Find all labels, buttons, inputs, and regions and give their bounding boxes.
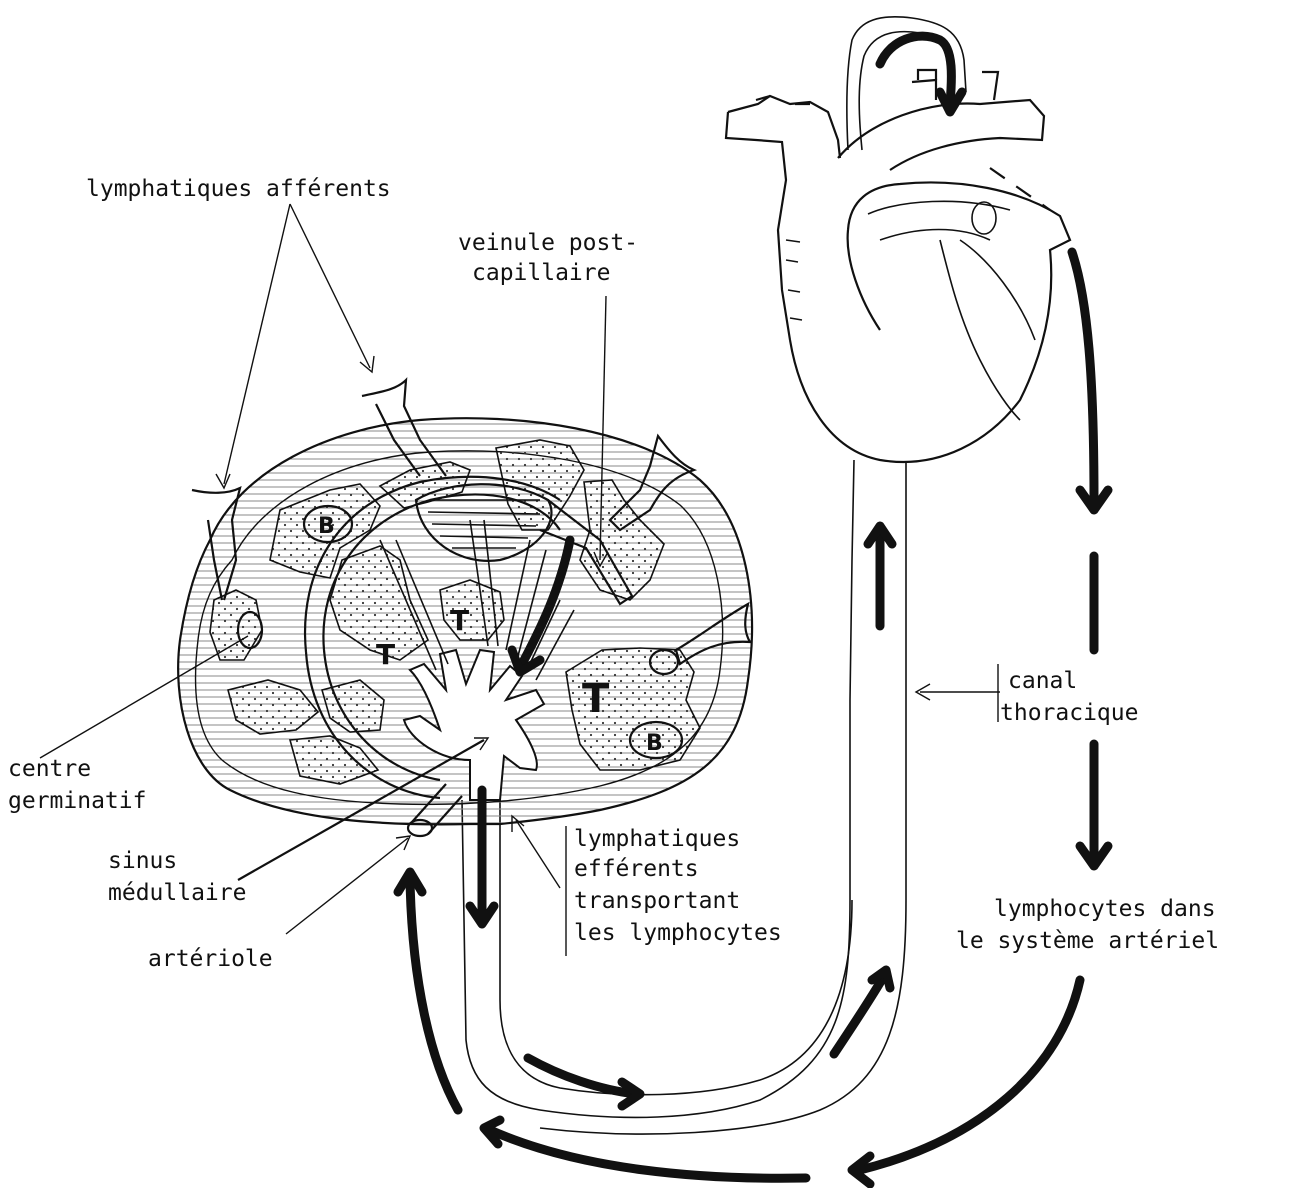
label-canal-line1: canal: [1008, 668, 1077, 694]
t-cell-label-right: T: [582, 676, 610, 722]
b-cell-label-top: B: [318, 514, 335, 539]
label-efferents-line2: efférents: [574, 856, 699, 882]
label-arteriole: artériole: [148, 946, 273, 972]
label-veinule-line2: capillaire: [472, 260, 610, 286]
label-efferents-line1: lymphatiques: [574, 826, 740, 852]
label-sinus-line2: médullaire: [108, 880, 246, 906]
label-lymphatiques-afferents: lymphatiques afférents: [86, 176, 391, 202]
label-arteriel-line1: lymphocytes dans: [994, 896, 1216, 922]
label-centre-line2: germinatif: [8, 788, 146, 814]
label-efferents-line3: transportant: [574, 888, 740, 914]
t-cell-label-left: T: [376, 638, 395, 671]
label-arteriel-line2: le système artériel: [956, 928, 1219, 954]
heart-illustration: [726, 17, 1070, 462]
label-sinus-line1: sinus: [108, 848, 177, 874]
label-efferents-line4: les lymphocytes: [574, 920, 782, 946]
b-cell-label-bottom: B: [646, 731, 663, 756]
t-cell-label-center: T: [450, 604, 469, 637]
label-canal-line2: thoracique: [1000, 700, 1138, 726]
label-centre-line1: centre: [8, 756, 91, 782]
label-veinule-line1: veinule post-: [458, 230, 638, 256]
